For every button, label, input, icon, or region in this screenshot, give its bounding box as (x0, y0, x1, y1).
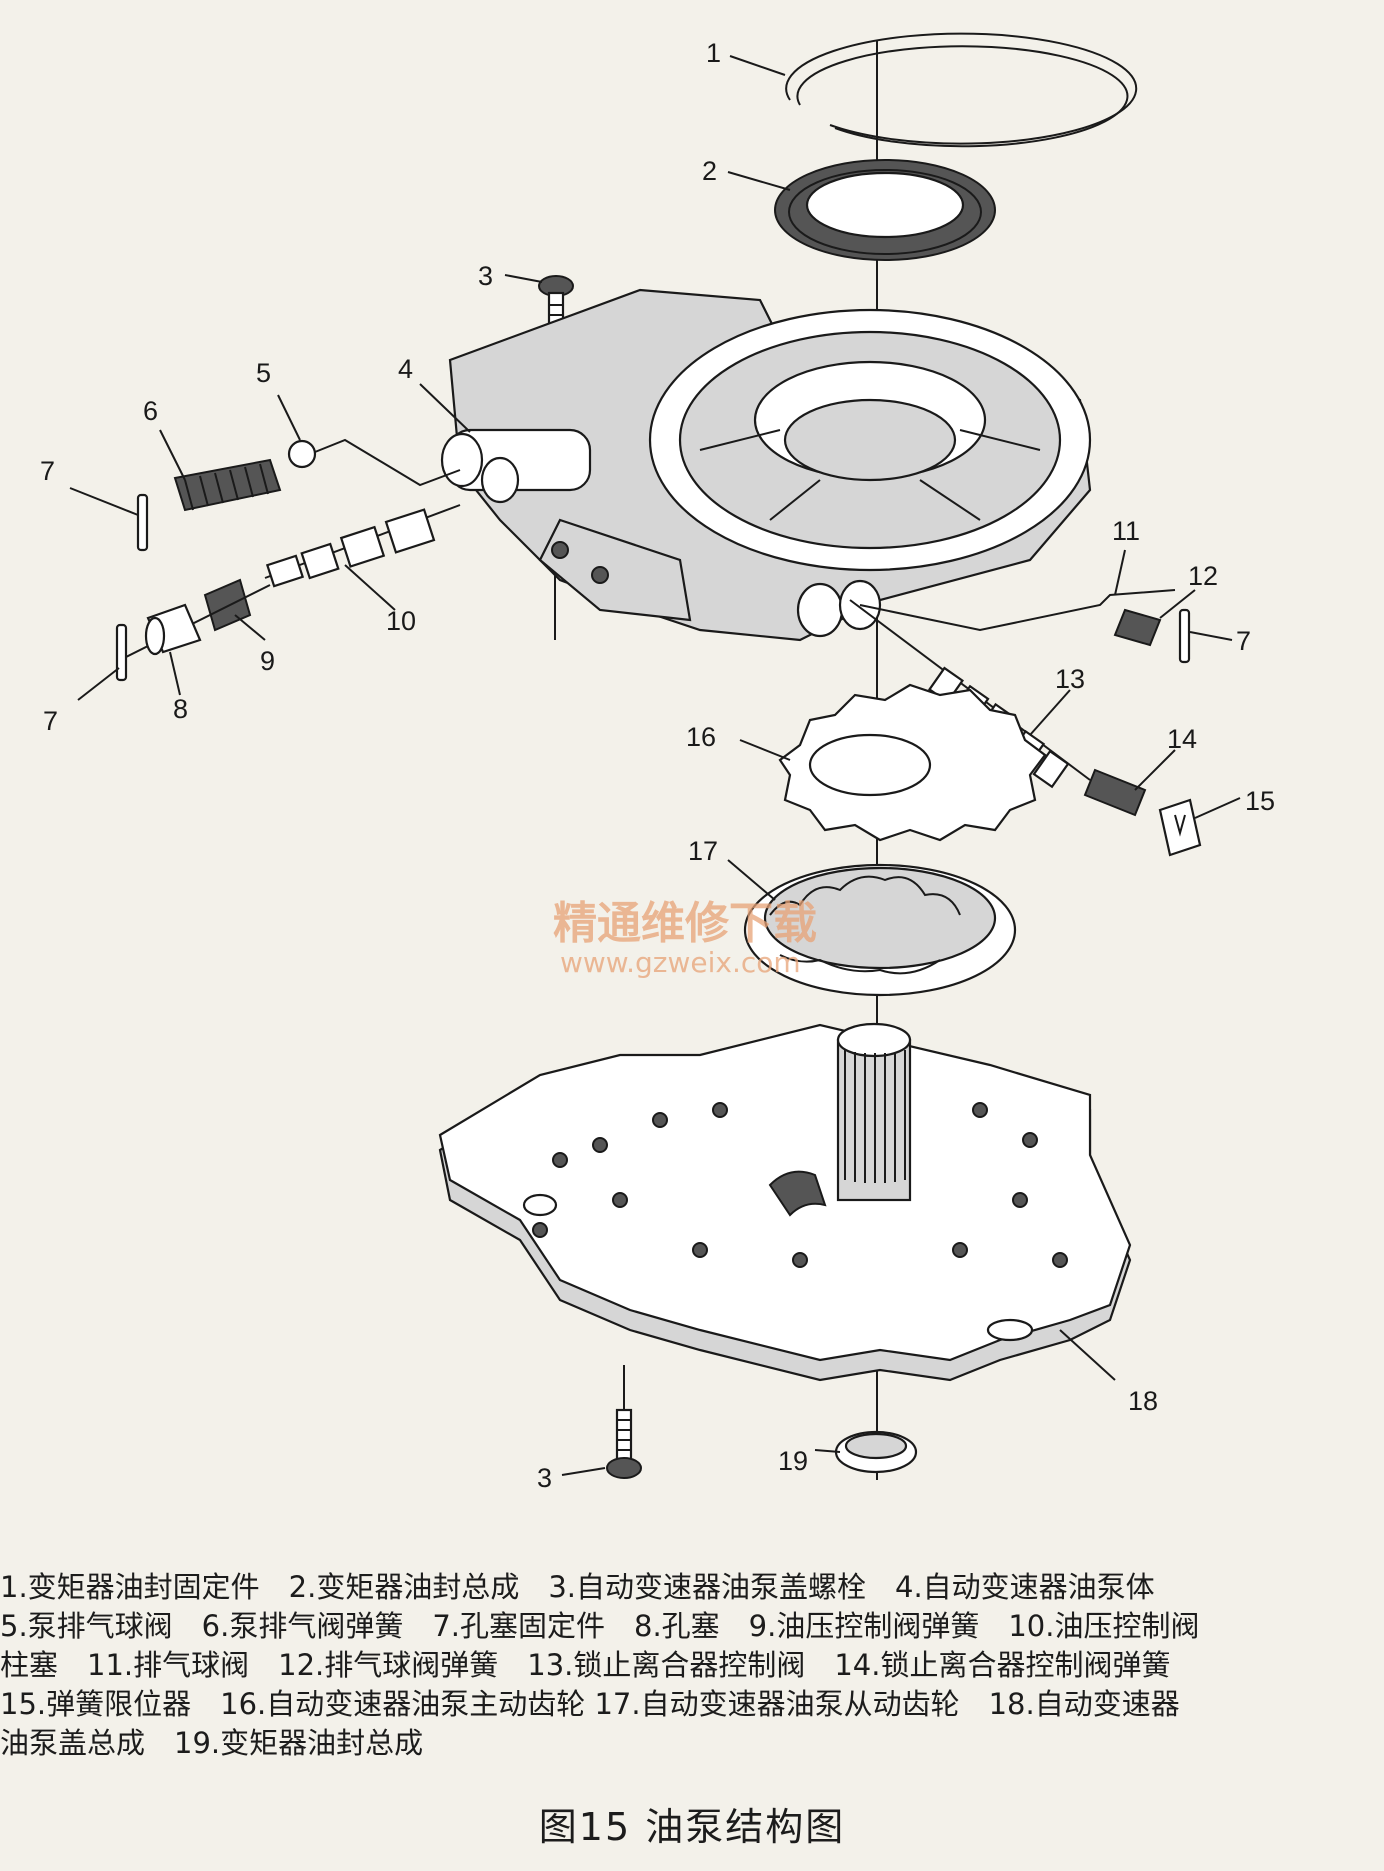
callout-2: 2 (702, 156, 717, 186)
parts-legend: 1.变矩器油封固定件 2.变矩器油封总成 3.自动变速器油泵盖螺栓 4.自动变速… (0, 1568, 1384, 1763)
part-15-spring-stop (1158, 798, 1202, 857)
part-7-plug-retainer-left-bottom (115, 623, 128, 682)
callout-1: 1 (706, 38, 721, 68)
callout-7-left-top: 7 (40, 456, 55, 486)
callout-10: 10 (386, 606, 416, 636)
callout-9: 9 (260, 646, 275, 676)
watermark-url: www.gzweix.com (560, 946, 801, 979)
callout-18: 18 (1128, 1386, 1158, 1416)
callout-8: 8 (173, 694, 188, 724)
callout-5: 5 (256, 358, 271, 388)
part-14-tcc-valve-spring (1083, 768, 1147, 817)
part-12-vent-spring (1113, 608, 1162, 647)
callout-3-bottom: 3 (537, 1463, 552, 1493)
callout-16: 16 (686, 722, 716, 752)
part-4-pump-body (440, 288, 1092, 642)
callout-7-right: 7 (1236, 626, 1251, 656)
part-2-seal-assembly (774, 159, 996, 261)
part-1-snap-ring (785, 32, 1138, 148)
watermark-text: 精通维修下载 (553, 898, 817, 949)
part-7-plug-retainer-right (1178, 608, 1191, 664)
callout-13: 13 (1055, 664, 1085, 694)
part-16-drive-gear (778, 683, 1047, 842)
callout-15: 15 (1245, 786, 1275, 816)
part-3-bolt-bottom (606, 1365, 642, 1479)
part-8-plug (119, 584, 271, 661)
callout-6: 6 (143, 396, 158, 426)
part-7-plug-retainer-left-top (136, 493, 149, 552)
legend-line: 5.泵排气球阀 6.泵排气阀弹簧 7.孔塞固定件 8.孔塞 9.油压控制阀弹簧 … (0, 1609, 1200, 1643)
callout-19: 19 (778, 1446, 808, 1476)
part-6-vent-spring (173, 458, 282, 512)
callout-11: 11 (1112, 516, 1140, 546)
callout-7-left-bottom: 7 (43, 706, 58, 736)
figure-caption: 图15 油泵结构图 (538, 1805, 846, 1849)
part-10-pressure-valve-plunger (264, 504, 461, 588)
legend-line: 1.变矩器油封固定件 2.变矩器油封总成 3.自动变速器油泵盖螺栓 4.自动变速… (0, 1570, 1155, 1604)
part-18-pump-cover-assembly (438, 1022, 1132, 1382)
leader-lines (69, 55, 1241, 1476)
part-19-seal-assembly (834, 1430, 918, 1474)
part-5-vent-ball (287, 438, 461, 487)
part-17-driven-gear (743, 863, 1017, 997)
callout-12: 12 (1188, 561, 1218, 591)
callout-4: 4 (398, 354, 413, 384)
part-11-vent-ball (859, 589, 1176, 632)
callout-17: 17 (688, 836, 718, 866)
oil-pump-exploded-diagram: 1 2 3 4 5 6 7 7 8 9 10 11 12 7 13 14 15 … (40, 32, 1275, 1493)
legend-line: 油泵盖总成 19.变矩器油封总成 (0, 1726, 424, 1760)
legend-line: 柱塞 11.排气球阀 12.排气球阀弹簧 13.锁止离合器控制阀 14.锁止离合… (0, 1648, 1171, 1682)
legend-line: 15.弹簧限位器 16.自动变速器油泵主动齿轮 17.自动变速器油泵从动齿轮 1… (0, 1687, 1180, 1721)
callout-14: 14 (1167, 724, 1197, 754)
callout-3-top: 3 (478, 261, 493, 291)
